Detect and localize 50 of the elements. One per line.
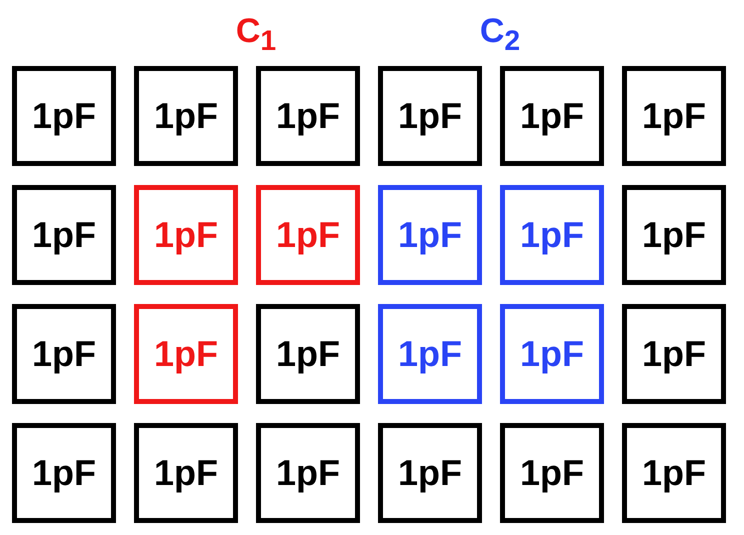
capacitance-value: 1pF	[520, 452, 584, 494]
capacitor-cell-box	[134, 423, 238, 523]
capacitance-value: 1pF	[520, 95, 584, 137]
group-label: C$_{2}$	[480, 12, 520, 58]
capacitance-value: 1pF	[642, 214, 706, 256]
capacitor-cell-box	[134, 66, 238, 166]
capacitor-cell-box	[378, 304, 482, 404]
capacitance-value: 1pF	[398, 214, 462, 256]
capacitor-cell-box	[134, 185, 238, 285]
capacitor-cell-box	[256, 66, 360, 166]
capacitance-value: 1pF	[642, 452, 706, 494]
capacitance-value: 1pF	[154, 452, 218, 494]
capacitor-cell-box	[256, 185, 360, 285]
capacitance-value: 1pF	[398, 333, 462, 375]
capacitance-value: 1pF	[520, 214, 584, 256]
capacitor-cell-box	[378, 185, 482, 285]
capacitance-value: 1pF	[276, 214, 340, 256]
capacitance-value: 1pF	[276, 95, 340, 137]
capacitance-value: 1pF	[276, 333, 340, 375]
capacitor-cell-box	[256, 304, 360, 404]
capacitance-value: 1pF	[398, 95, 462, 137]
capacitor-cell-box	[256, 423, 360, 523]
capacitance-value: 1pF	[32, 214, 96, 256]
capacitance-value: 1pF	[32, 95, 96, 137]
capacitor-cell-box	[500, 66, 604, 166]
capacitance-value: 1pF	[32, 452, 96, 494]
capacitor-cell-box	[134, 304, 238, 404]
capacitor-cell-box	[622, 185, 726, 285]
capacitance-value: 1pF	[642, 95, 706, 137]
capacitance-value: 1pF	[520, 333, 584, 375]
capacitor-cell-box	[12, 66, 116, 166]
capacitor-cell-box	[12, 423, 116, 523]
capacitance-value: 1pF	[154, 333, 218, 375]
capacitance-value: 1pF	[642, 333, 706, 375]
capacitor-cell-box	[378, 66, 482, 166]
capacitor-cell-box	[500, 423, 604, 523]
capacitance-value: 1pF	[154, 214, 218, 256]
capacitance-value: 1pF	[276, 452, 340, 494]
capacitor-cell-box	[622, 423, 726, 523]
group-label: C$_{1}$	[236, 12, 276, 58]
capacitor-cell-box	[12, 185, 116, 285]
capacitor-cell-box	[622, 66, 726, 166]
capacitor-cell-box	[622, 304, 726, 404]
capacitor-cell-box	[378, 423, 482, 523]
capacitance-value: 1pF	[154, 95, 218, 137]
capacitance-value: 1pF	[398, 452, 462, 494]
capacitance-value: 1pF	[32, 333, 96, 375]
capacitor-cell-box	[500, 185, 604, 285]
capacitor-cell-box	[500, 304, 604, 404]
capacitor-cell-box	[12, 304, 116, 404]
